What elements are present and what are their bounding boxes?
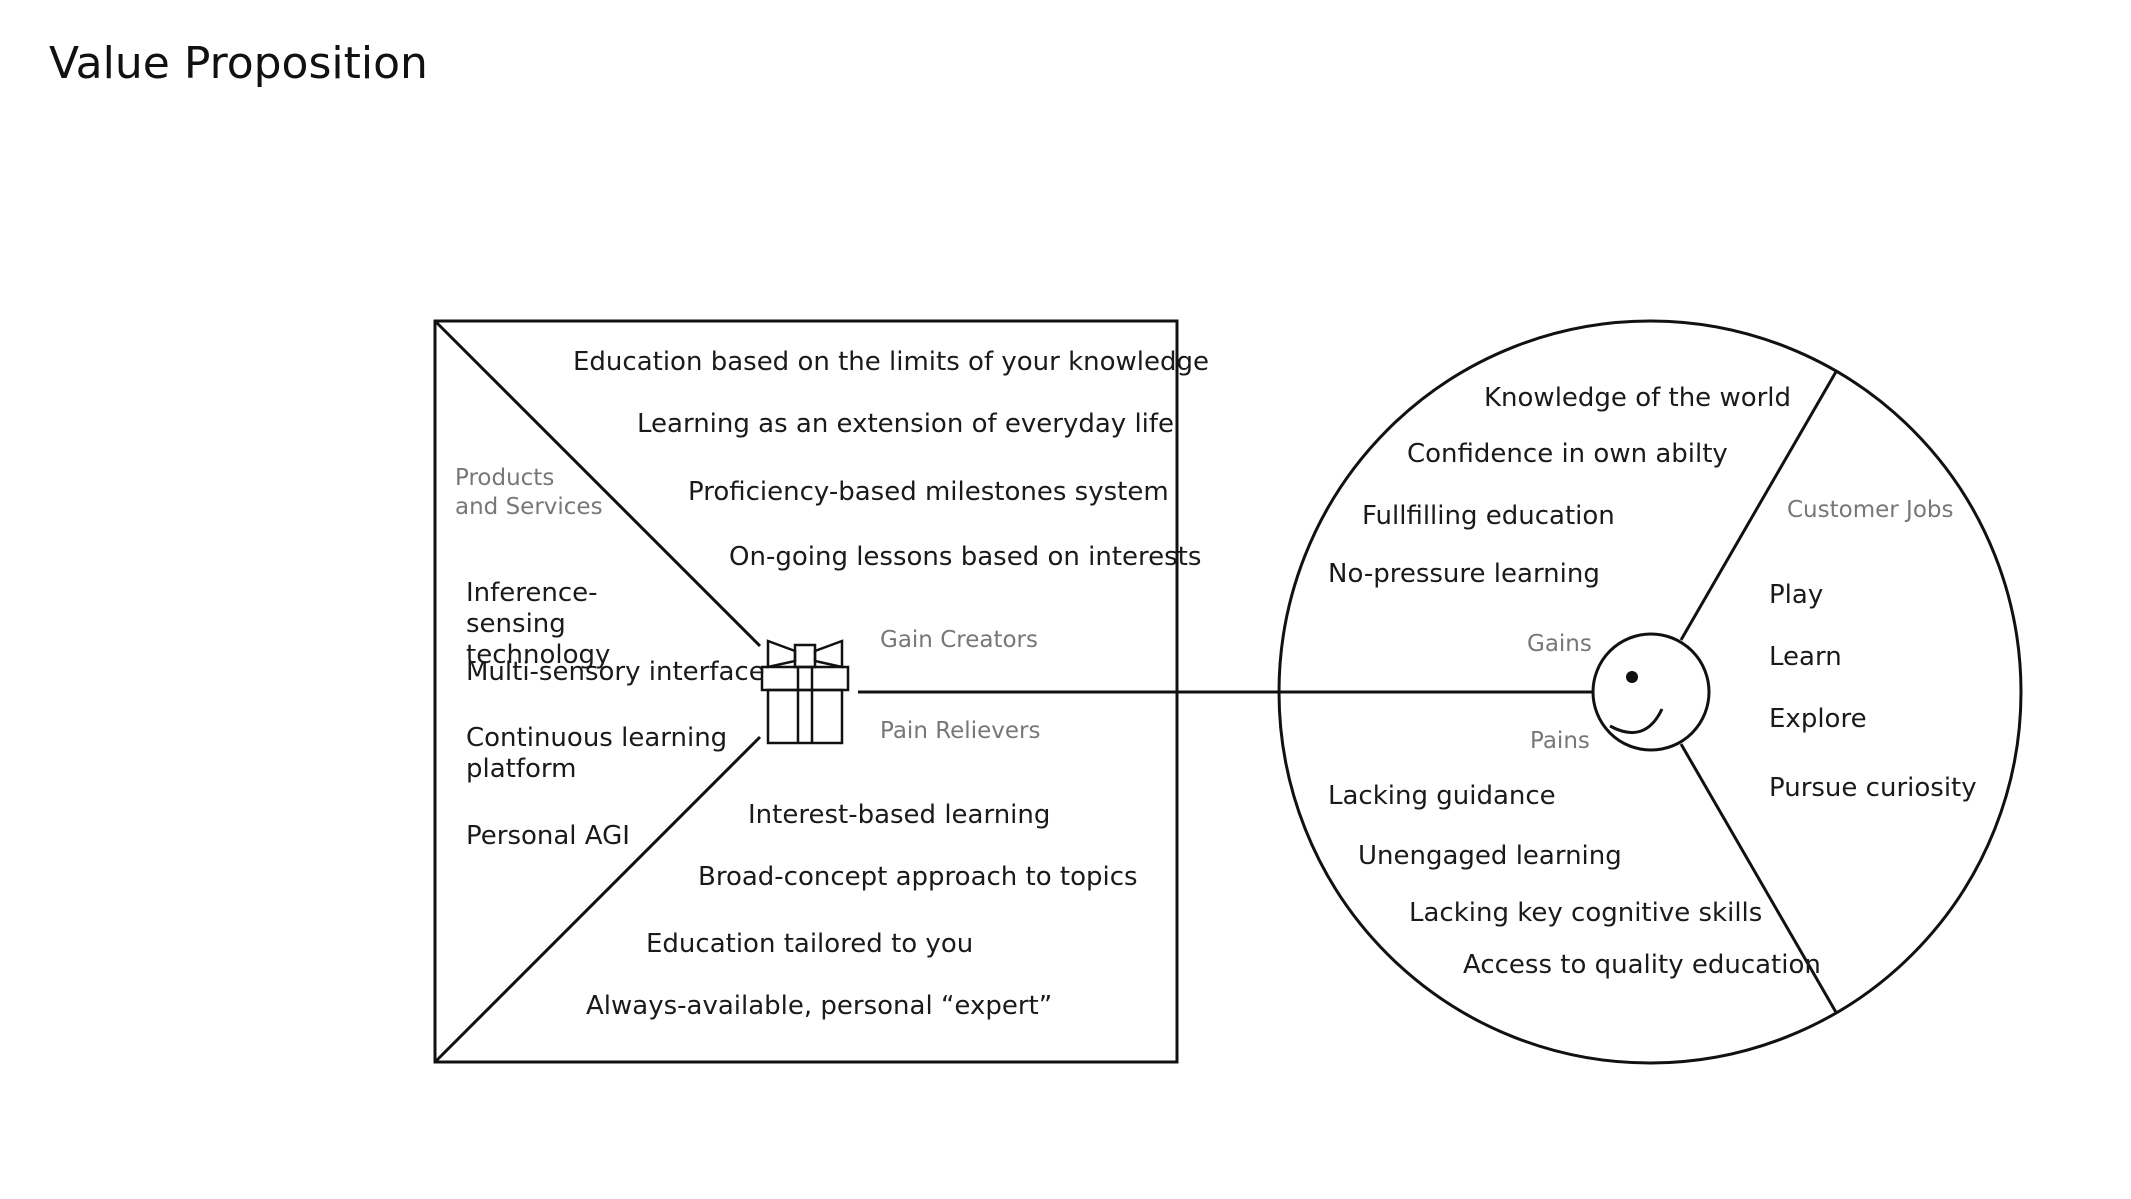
customer-job-item: Pursue curiosity bbox=[1769, 773, 1977, 803]
profile-lower-divider bbox=[1679, 743, 1839, 1015]
customer-jobs-label: Customer Jobs bbox=[1787, 497, 1954, 523]
profile-upper-divider bbox=[1679, 369, 1839, 641]
pain-relievers-label: Pain Relievers bbox=[880, 718, 1041, 744]
pains-label: Pains bbox=[1530, 728, 1590, 754]
product-item: Personal AGI bbox=[466, 821, 630, 851]
gain-item: Confidence in own abilty bbox=[1407, 439, 1728, 469]
product-item: Inference-sensing technology bbox=[466, 578, 611, 670]
pain-item: Unengaged learning bbox=[1358, 841, 1622, 871]
page-title: Value Proposition bbox=[49, 38, 428, 89]
gains-label: Gains bbox=[1527, 631, 1592, 657]
customer-job-item: Explore bbox=[1769, 704, 1867, 734]
pain-reliever-item: Interest-based learning bbox=[748, 800, 1051, 830]
product-item: Continuous learning platform bbox=[466, 723, 728, 784]
pain-item: Lacking key cognitive skills bbox=[1409, 898, 1763, 928]
pain-reliever-item: Education tailored to you bbox=[646, 929, 974, 959]
gain-creator-item: Proficiency-based milestones system bbox=[688, 477, 1169, 507]
value-map-lower-diagonal bbox=[433, 735, 762, 1064]
gain-creators-label: Gain Creators bbox=[880, 627, 1038, 653]
pain-reliever-item: Broad-concept approach to topics bbox=[698, 862, 1138, 892]
gain-item: No-pressure learning bbox=[1328, 559, 1600, 589]
pain-item: Access to quality education bbox=[1463, 950, 1821, 980]
product-item: Multi-sensory interface bbox=[466, 657, 765, 687]
customer-job-item: Learn bbox=[1769, 642, 1842, 672]
gain-creator-item: Education based on the limits of your kn… bbox=[573, 347, 1210, 377]
products-services-label: Products and Services bbox=[455, 465, 603, 520]
gain-item: Knowledge of the world bbox=[1484, 383, 1792, 413]
pain-reliever-item: Always-available, personal “expert” bbox=[586, 991, 1053, 1021]
gain-item: Fullfilling education bbox=[1362, 501, 1615, 531]
gain-creator-item: Learning as an extension of everyday lif… bbox=[637, 409, 1175, 439]
gift-icon bbox=[760, 639, 850, 745]
pain-item: Lacking guidance bbox=[1328, 781, 1556, 811]
customer-job-item: Play bbox=[1769, 580, 1824, 610]
gain-creator-item: On-going lessons based on interests bbox=[729, 542, 1202, 572]
value-map-upper-diagonal bbox=[433, 319, 762, 648]
smiley-face-icon bbox=[1591, 632, 1711, 752]
